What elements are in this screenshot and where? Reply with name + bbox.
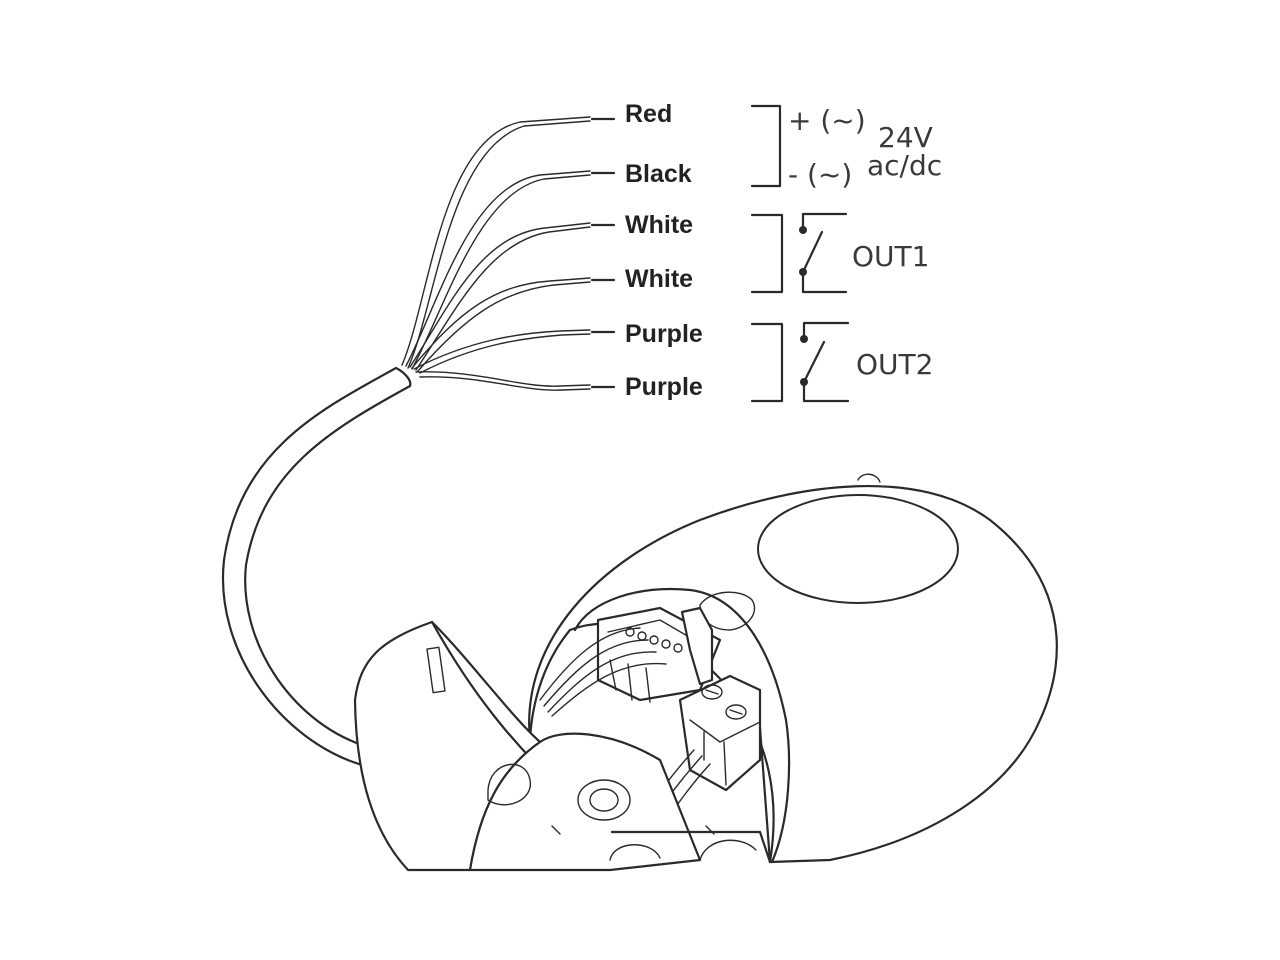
power-minus-label: - (~) — [788, 158, 852, 191]
out1-label: OUT1 — [852, 240, 929, 273]
wire-white-2 — [411, 277, 616, 372]
wire-purple-1 — [413, 329, 616, 374]
out1-switch-symbol: OUT1 — [750, 212, 929, 294]
wire-label-white-2: White — [625, 265, 693, 293]
wire-label-purple-2: Purple — [625, 373, 703, 401]
wire-purple-2 — [415, 371, 616, 391]
wire-label-purple-1: Purple — [625, 320, 703, 348]
power-voltage-label: 24V — [878, 121, 933, 154]
power-plus-label: + (~) — [788, 104, 866, 137]
wire-labels: Red Black White White Purple Purple — [625, 100, 703, 401]
sensor-lens — [757, 494, 959, 604]
out2-switch-symbol: OUT2 — [750, 321, 933, 403]
base-cover — [353, 620, 772, 872]
wire-label-black: Black — [625, 160, 692, 188]
terminal-block — [596, 606, 762, 792]
power-type-label: ac/dc — [867, 149, 942, 182]
wire-label-red: Red — [625, 100, 672, 128]
cable — [221, 366, 412, 767]
wire-white-1 — [409, 222, 616, 371]
wire-label-white-1: White — [625, 211, 693, 239]
out2-label: OUT2 — [856, 348, 933, 381]
device-housing — [528, 473, 1058, 864]
wire-bundle — [401, 116, 616, 391]
power-bracket: + (~) - (~) 24V ac/dc — [750, 104, 942, 191]
